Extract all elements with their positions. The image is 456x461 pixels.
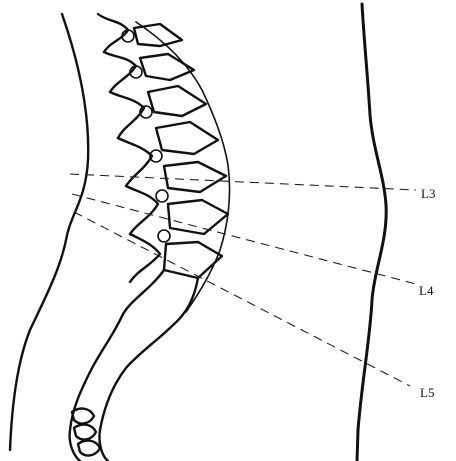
level-line-l4 [72,194,416,284]
sacrum [70,270,164,461]
coccyx-segment [72,409,94,424]
spinous-process-6 [130,234,160,282]
coccyx [72,409,100,456]
spinous-process-2 [104,52,136,92]
vertebra-l5 [164,242,222,278]
spinous-process-5 [126,186,158,234]
facet-joint [156,190,168,202]
vertebra-t11 [134,24,182,46]
spinous-process-4 [118,138,152,186]
level-line-l3 [70,174,416,190]
vertebra-l4 [168,200,228,234]
coccyx-segment [74,425,96,440]
coccyx-segment [78,441,100,456]
facet-joint [158,230,170,242]
vertebra-l2 [156,122,218,154]
label-l4: L4 [419,283,434,298]
vertebra-l1 [148,86,206,116]
back-contour [10,14,88,450]
spinous-process-3 [110,92,144,138]
vertebrae [134,24,228,278]
level-line-l5 [74,212,410,386]
label-l5: L5 [420,385,434,400]
vertebra-l3 [164,162,226,192]
abdomen-contour [357,4,386,461]
posterior-elements [98,14,160,282]
sacrum-anterior [99,278,198,461]
label-l3: L3 [421,186,435,201]
